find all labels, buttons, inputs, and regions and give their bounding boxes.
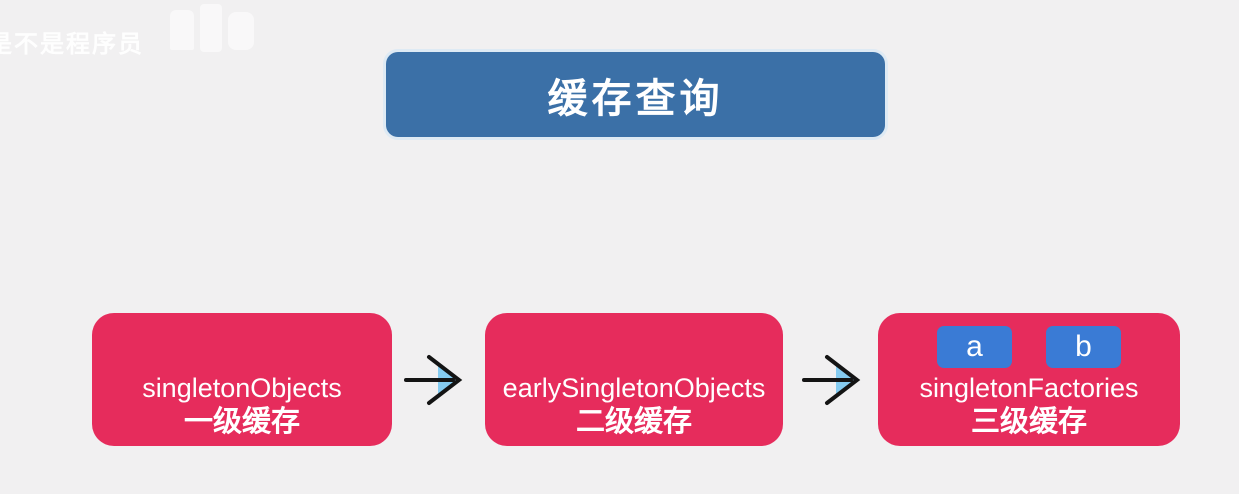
node-caption: 三级缓存	[970, 406, 1087, 438]
node-caption: 二级缓存	[575, 406, 692, 438]
arrow-right-icon	[802, 355, 861, 405]
node-name: earlySingletonObjects	[502, 373, 766, 403]
arrow-right-icon	[404, 355, 463, 405]
watermark-logo-shape	[200, 4, 222, 52]
node-level2-cache: earlySingletonObjects 二级缓存	[485, 313, 783, 446]
watermark-logo-shape	[228, 12, 254, 50]
node-name: singletonObjects	[142, 373, 342, 403]
node-level3-cache: a b singletonFactories 三级缓存	[878, 313, 1180, 446]
watermark: 是不是程序员	[0, 24, 144, 59]
node-name: singletonFactories	[919, 373, 1139, 403]
title-box: 缓存查询	[386, 52, 885, 137]
watermark-text: 不是程序员	[14, 31, 144, 58]
factory-children-row: a b	[937, 326, 1121, 368]
factory-box-b: b	[1046, 326, 1121, 368]
page-title: 缓存查询	[547, 76, 724, 121]
node-caption: 一级缓存	[183, 406, 300, 438]
watermark-logo	[166, 2, 258, 54]
node-level1-cache: singletonObjects 一级缓存	[92, 313, 392, 446]
watermark-partial-char: 是	[0, 24, 14, 59]
factory-box-a: a	[937, 326, 1012, 368]
watermark-logo-shape	[170, 10, 194, 50]
